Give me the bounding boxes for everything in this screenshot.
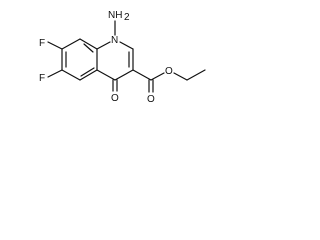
bond-c8-c7 [61,38,81,50]
bond-c3-c4 [114,69,134,81]
bond-c6-c5 [61,69,81,81]
bond-ch2-ch3 [186,69,206,81]
bond-c8a-inner [83,43,94,53]
fluorine-bottom-label: F [39,73,45,84]
ketone-oxygen-label: O [111,93,119,104]
fluorine-top-label: F [39,38,45,49]
bond-c8a-n1 [96,41,111,50]
bond-c8-c8a [79,38,98,50]
bond-n1-c2 [119,41,134,50]
bond-c5-c4a-inner [80,67,95,77]
bond-c5-c4a [79,69,98,81]
ester-carbonyl-oxygen-label: O [147,94,155,105]
bond-c6-f [47,69,63,78]
ester-oxygen-label: O [165,66,173,77]
bond-c4-c4a [96,69,116,81]
bond-c7-f [47,41,63,50]
bond-o-ch2 [173,72,188,81]
bond-lines [47,20,206,93]
chemical-structure: NH 2 N F F O O O [39,10,206,105]
ring-nitrogen-label: N [111,35,118,46]
amino-subscript-label: 2 [124,12,130,23]
amino-group-label: NH [108,10,122,21]
bond-c3-ester-c [132,69,152,81]
bond-ester-c-o [150,72,165,81]
